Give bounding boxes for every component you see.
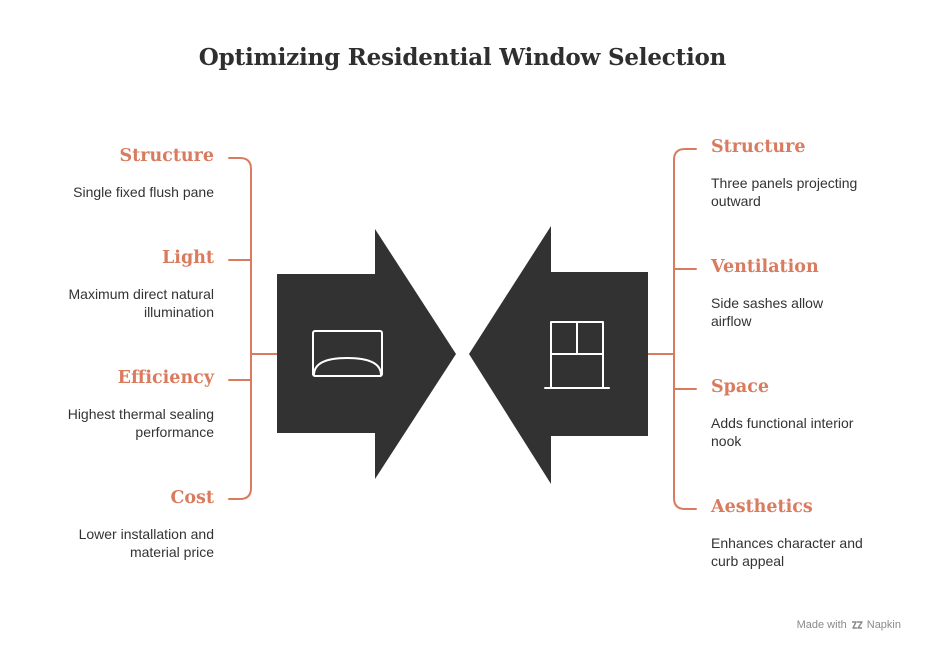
left-heading-light: Light — [162, 248, 214, 268]
left-desc-efficiency: Highest thermal sealing performance — [14, 405, 214, 441]
desc-line: airflow — [711, 313, 752, 329]
desc-line: performance — [135, 424, 214, 440]
left-heading-efficiency: Efficiency — [117, 368, 214, 388]
desc-line: outward — [711, 193, 761, 209]
left-desc-structure: Single fixed flush pane — [14, 183, 214, 201]
desc-line: Side sashes allow — [711, 295, 824, 311]
desc-line: Lower installation and — [78, 526, 214, 542]
right-desc-aesthetics: Enhances character and curb appeal — [711, 534, 901, 570]
desc-line: Single fixed flush pane — [73, 184, 214, 200]
desc-line: Maximum direct natural — [68, 286, 215, 302]
desc-line: Enhances character and — [711, 535, 863, 551]
left-desc-light: Maximum direct natural illumination — [14, 285, 215, 321]
desc-line: nook — [711, 433, 742, 449]
right-desc-space: Adds functional interior nook — [711, 414, 901, 450]
desc-line: curb appeal — [711, 553, 785, 569]
napkin-logo-icon — [851, 621, 863, 629]
desc-line: Adds functional interior — [711, 415, 854, 431]
page-title: Optimizing Residential Window Selection — [198, 44, 727, 71]
left-arrow — [277, 229, 456, 479]
fixed-window-icon — [312, 330, 383, 377]
left-desc-cost: Lower installation and material price — [14, 525, 214, 561]
left-heading-cost: Cost — [170, 488, 214, 508]
left-heading-structure: Structure — [119, 146, 214, 166]
right-bracket — [647, 148, 697, 510]
right-desc-ventilation: Side sashes allow airflow — [711, 294, 901, 330]
right-heading-aesthetics: Aesthetics — [711, 497, 813, 517]
left-bracket — [228, 157, 278, 500]
right-desc-structure: Three panels projecting outward — [711, 174, 901, 210]
right-heading-ventilation: Ventilation — [711, 257, 819, 277]
right-heading-structure: Structure — [711, 137, 806, 157]
napkin-watermark: Made with Napkin — [797, 619, 901, 631]
made-with-label: Made with — [796, 619, 847, 631]
desc-line: Three panels projecting — [711, 175, 858, 191]
napkin-brand-label: Napkin — [866, 619, 901, 631]
desc-line: Highest thermal sealing — [67, 406, 214, 422]
desc-line: illumination — [143, 304, 214, 320]
right-heading-space: Space — [711, 377, 770, 397]
desc-line: material price — [129, 544, 214, 560]
bay-window-icon — [544, 321, 610, 389]
